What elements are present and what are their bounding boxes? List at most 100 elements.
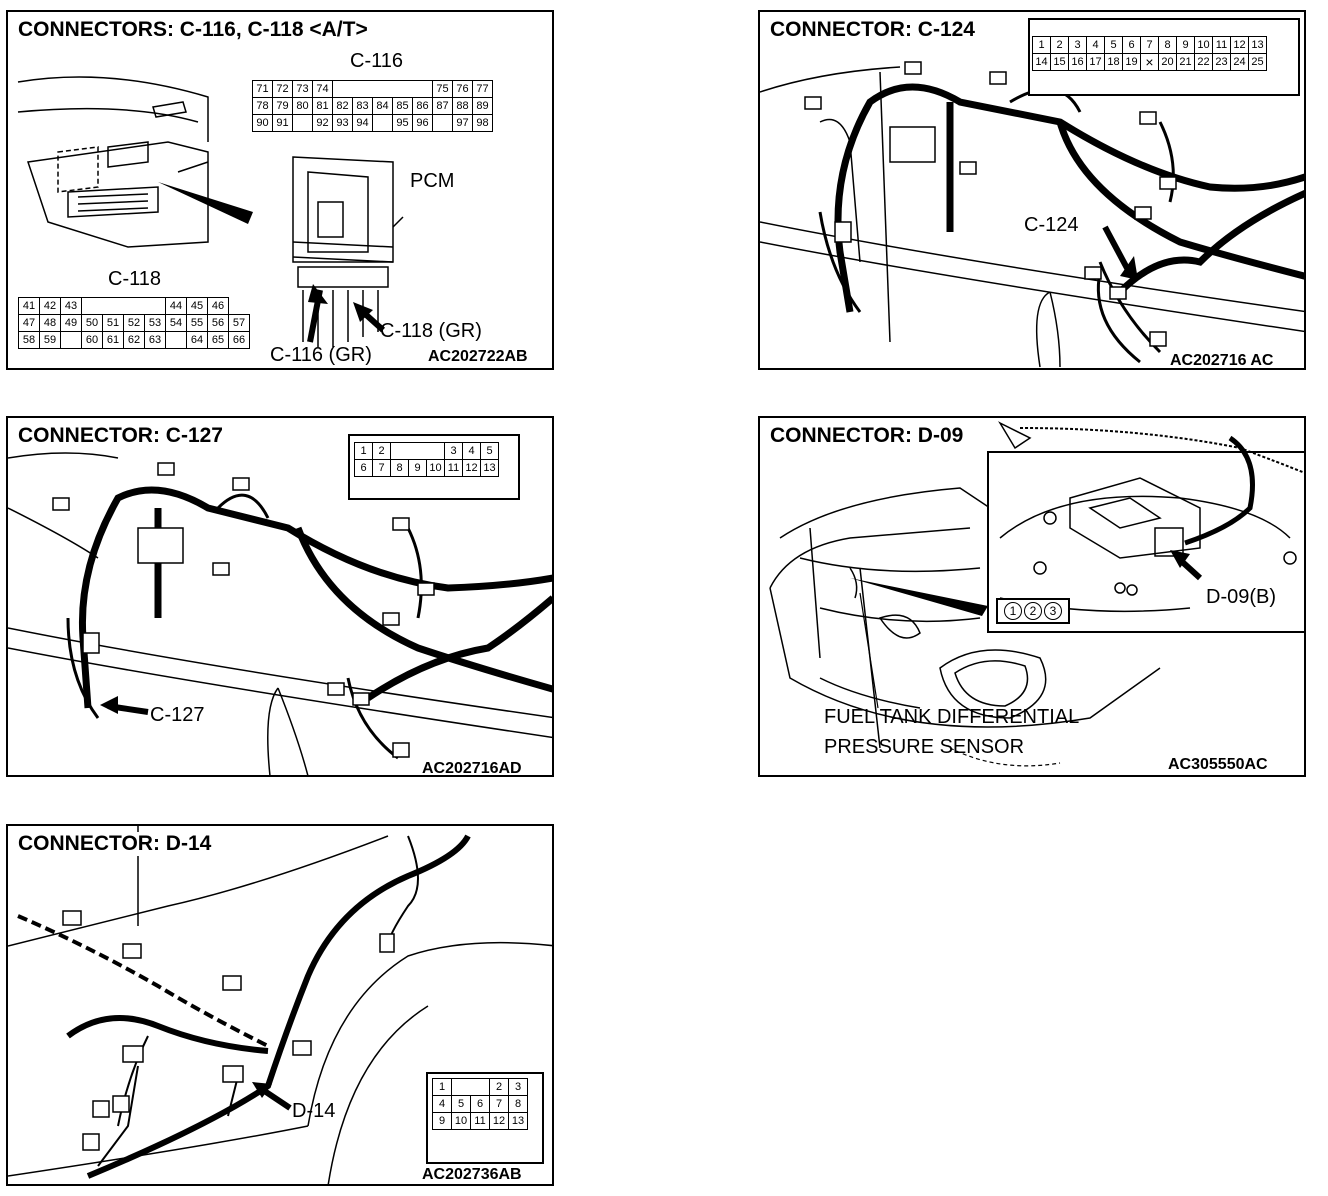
pin: 13 xyxy=(508,1112,528,1130)
pin: 76 xyxy=(452,80,473,98)
pin: 4 xyxy=(1086,36,1105,54)
pin: 98 xyxy=(472,114,493,132)
pin-empty xyxy=(123,297,145,315)
pin: 53 xyxy=(144,314,166,332)
pin: 47 xyxy=(18,314,40,332)
pin: 61 xyxy=(102,331,124,349)
pin: 74 xyxy=(312,80,333,98)
c124-callout: C-124 xyxy=(1024,214,1079,236)
pin-empty xyxy=(165,331,187,349)
pin: 83 xyxy=(352,97,373,115)
pin: 1 xyxy=(432,1078,452,1096)
pin: 7 xyxy=(489,1095,509,1113)
pin: 82 xyxy=(332,97,353,115)
pin: 3 xyxy=(444,442,463,460)
panel-title: CONNECTOR: D-14 xyxy=(16,832,214,856)
pin: 72 xyxy=(272,80,293,98)
pin: 2 xyxy=(372,442,391,460)
pin: 8 xyxy=(1158,36,1177,54)
pin: 2 xyxy=(1024,602,1042,620)
pin: 51 xyxy=(102,314,124,332)
pin: 10 xyxy=(426,459,445,477)
pin: 1 xyxy=(1032,36,1051,54)
pin: 21 xyxy=(1176,53,1195,71)
pin-empty xyxy=(408,442,427,460)
pin: 9 xyxy=(1176,36,1195,54)
pin-empty xyxy=(392,80,413,98)
pin: 7 xyxy=(372,459,391,477)
pin: 20 xyxy=(1158,53,1177,71)
d14-callout: D-14 xyxy=(292,1100,336,1122)
pin: 3 xyxy=(508,1078,528,1096)
c116-label: C-116 xyxy=(350,50,403,72)
pin: 42 xyxy=(39,297,61,315)
figure-code: AC305550AC xyxy=(1168,756,1268,773)
pin: 97 xyxy=(452,114,473,132)
pin-empty xyxy=(470,1078,490,1096)
pin: 96 xyxy=(412,114,433,132)
harness-illustration xyxy=(760,61,1304,368)
pin: 78 xyxy=(252,97,273,115)
pin: 52 xyxy=(123,314,145,332)
pin-empty xyxy=(432,114,453,132)
pin-empty xyxy=(332,80,353,98)
pin: 12 xyxy=(489,1112,509,1130)
d09-callout: D-09(B) xyxy=(1206,586,1277,608)
harness-illustration xyxy=(8,452,552,775)
c118-callout: C-118 (GR) xyxy=(380,320,482,342)
panel-title: CONNECTORS: C-116, C-118 <A/T> xyxy=(16,18,370,42)
pin: 12 xyxy=(1230,36,1249,54)
pin: 6 xyxy=(470,1095,490,1113)
pin: 49 xyxy=(60,314,82,332)
pin: 41 xyxy=(18,297,40,315)
pin: 8 xyxy=(390,459,409,477)
pin: 44 xyxy=(165,297,187,315)
pin: 91 xyxy=(272,114,293,132)
pin: 11 xyxy=(470,1112,490,1130)
pin: 86 xyxy=(412,97,433,115)
pin: 55 xyxy=(186,314,208,332)
figure-code: AC202716 AC xyxy=(1170,352,1274,369)
pin: 19 xyxy=(1122,53,1141,71)
pin: 24 xyxy=(1230,53,1249,71)
pin: 17 xyxy=(1086,53,1105,71)
pin: 2 xyxy=(1050,36,1069,54)
pin: 23 xyxy=(1212,53,1231,71)
pin: 73 xyxy=(292,80,313,98)
pin: 93 xyxy=(332,114,353,132)
pin: 89 xyxy=(472,97,493,115)
pin-empty xyxy=(372,80,393,98)
pin: 25 xyxy=(1248,53,1267,71)
c127-callout: C-127 xyxy=(150,704,205,726)
dashboard-pcm-illustration xyxy=(17,76,404,347)
pin: 48 xyxy=(39,314,61,332)
pin: 1 xyxy=(1004,602,1022,620)
pin-empty xyxy=(81,297,103,315)
pin: 3 xyxy=(1068,36,1087,54)
pin: 88 xyxy=(452,97,473,115)
pin: 66 xyxy=(228,331,250,349)
pin-empty xyxy=(426,442,445,460)
pin: 16 xyxy=(1068,53,1087,71)
pin: 95 xyxy=(392,114,413,132)
sensor-label-line2: PRESSURE SENSOR xyxy=(824,736,1025,758)
pin: 3 xyxy=(1044,602,1062,620)
pin-empty xyxy=(144,297,166,315)
pin: 15 xyxy=(1050,53,1069,71)
pin: 77 xyxy=(472,80,493,98)
fuel-tank-illustration xyxy=(769,421,1304,767)
pcm-label: PCM xyxy=(410,170,455,192)
